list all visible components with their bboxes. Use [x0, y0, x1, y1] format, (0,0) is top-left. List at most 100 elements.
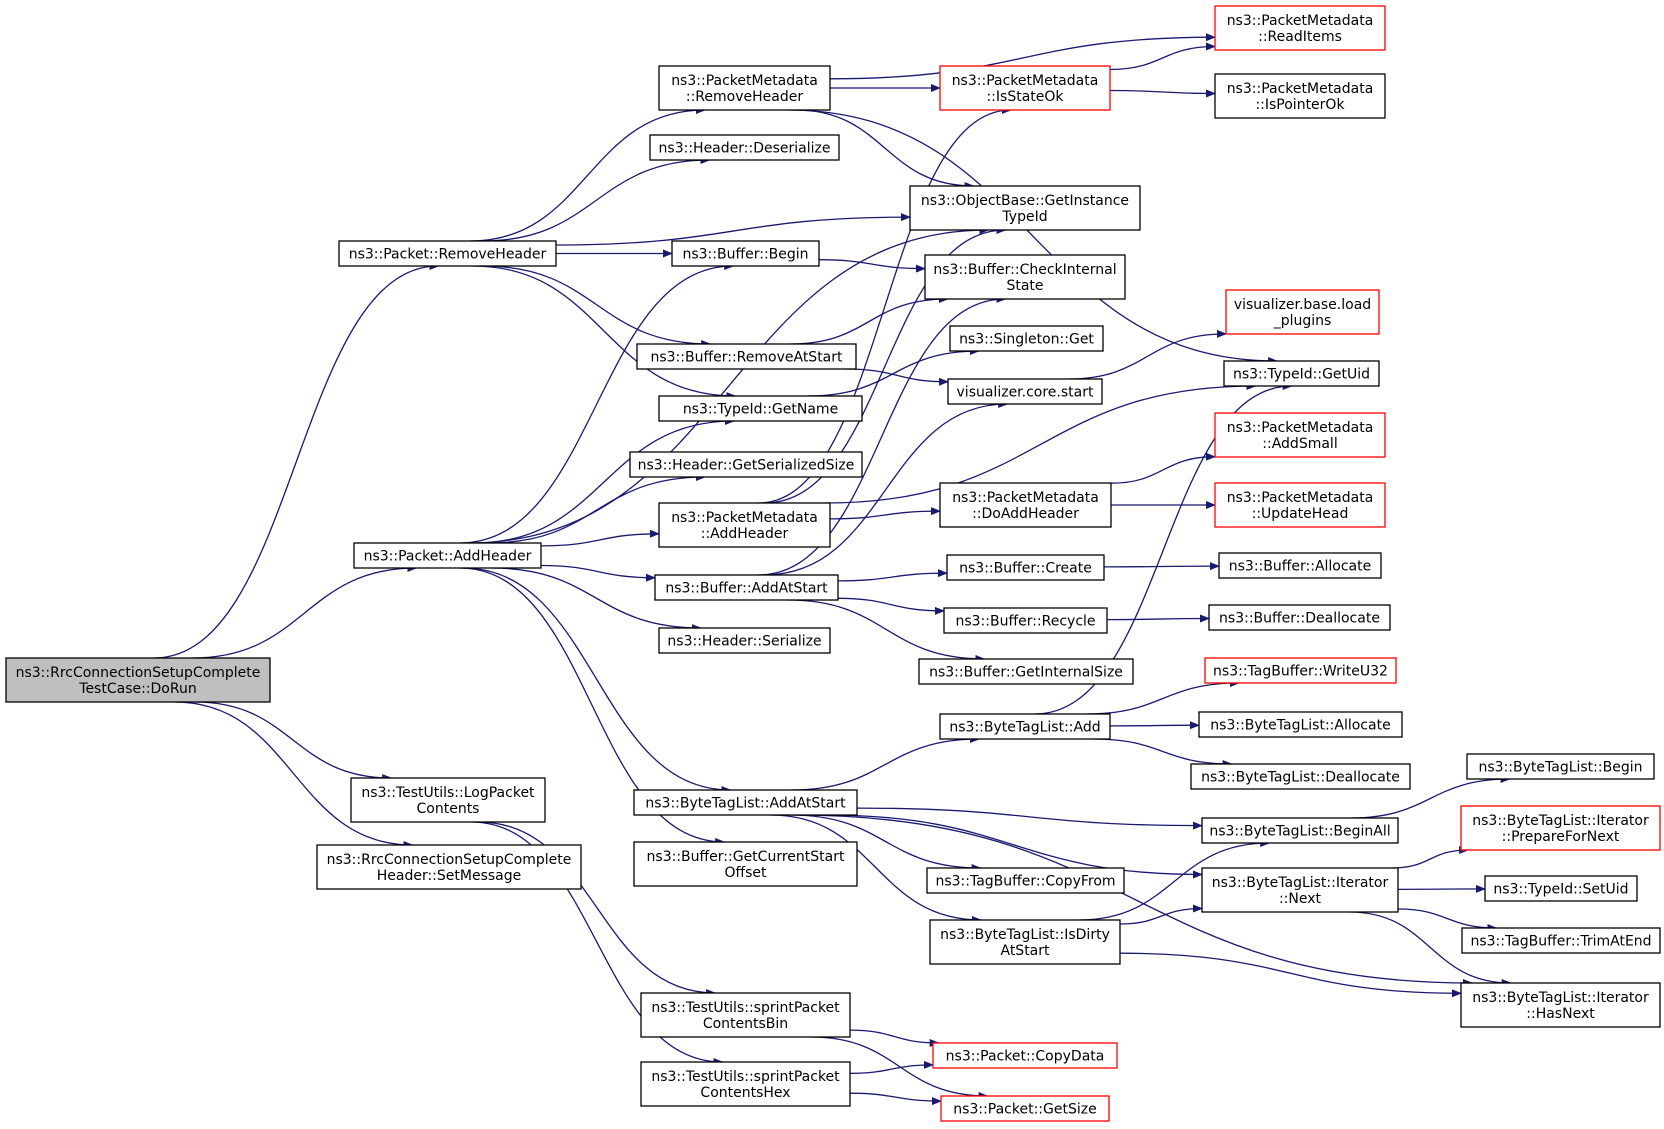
node-label: ns3::Buffer::Allocate: [1229, 559, 1372, 575]
call-edge-addHeader-to-pmAddHeader: [540, 529, 660, 547]
call-edge-sprintBin-to-pktGetSize: [811, 1036, 989, 1100]
function-node-btlBeginAll[interactable]: ns3::ByteTagList::BeginAll: [1201, 817, 1399, 844]
call-edge-addHeader-to-objGetInstance: [468, 226, 990, 544]
function-node-bufAddAtStart[interactable]: ns3::Buffer::AddAtStart: [654, 574, 839, 601]
node-box: [946, 554, 1105, 581]
function-node-pmReadItems[interactable]: ns3::PacketMetadata::ReadItems: [1214, 5, 1386, 51]
function-node-typeSetUid[interactable]: ns3::TypeId::SetUid: [1484, 875, 1638, 902]
node-label: visualizer.core.start: [957, 385, 1094, 401]
function-node-bufGetInternalSize[interactable]: ns3::Buffer::GetInternalSize: [918, 658, 1134, 685]
call-arrow: [1103, 562, 1220, 571]
call-arrow: [1119, 952, 1462, 998]
function-node-pmUpdateHead[interactable]: ns3::PacketMetadata::UpdateHead: [1214, 482, 1386, 528]
node-label: ::AddSmall: [1262, 436, 1337, 452]
call-arrow: [790, 814, 982, 872]
function-node-singletonGet[interactable]: ns3::Singleton::Get: [949, 325, 1104, 352]
function-node-pmAddSmall[interactable]: ns3::PacketMetadata::AddSmall: [1214, 412, 1386, 458]
function-node-hdrGetSerSize[interactable]: ns3::Header::GetSerializedSize: [629, 451, 863, 478]
function-node-typeGetUid[interactable]: ns3::TypeId::GetUid: [1223, 360, 1380, 387]
function-node-bufBegin[interactable]: ns3::Buffer::Begin: [671, 240, 820, 267]
node-label: ns3::Buffer::Recycle: [955, 614, 1095, 630]
call-edge-btlAddAtStart-to-btlIterNext: [824, 814, 1203, 879]
function-node-pmRemoveHeader[interactable]: ns3::PacketMetadata::RemoveHeader: [658, 65, 831, 111]
function-node-btlAddAtStart[interactable]: ns3::ByteTagList::AddAtStart: [633, 789, 858, 816]
function-node-vizLoadPlugins[interactable]: visualizer.base.load_plugins: [1225, 289, 1380, 335]
node-label: ns3::TestUtils::LogPacket: [361, 785, 535, 801]
node-label: ns3::PacketMetadata: [1227, 81, 1374, 97]
function-node-btlDeallocate[interactable]: ns3::ByteTagList::Deallocate: [1190, 763, 1411, 790]
call-edge-btlAddAtStart-to-btlAdd: [791, 735, 980, 791]
node-box: [1223, 360, 1380, 387]
function-node-btlIterNext[interactable]: ns3::ByteTagList::Iterator::Next: [1201, 867, 1399, 913]
node-label: ns3::Buffer::AddAtStart: [665, 581, 828, 597]
call-arrow: [1392, 846, 1470, 869]
call-edge-bufAddAtStart-to-bufGetInternalSize: [788, 599, 986, 663]
call-edge-removeHeader-to-bufRemoveAtStart: [483, 265, 712, 348]
function-node-pmDoAddHeader[interactable]: ns3::PacketMetadata::DoAddHeader: [939, 482, 1112, 528]
function-node-pktGetSize[interactable]: ns3::Packet::GetSize: [940, 1095, 1110, 1122]
function-node-bufCreate[interactable]: ns3::Buffer::Create: [946, 554, 1105, 581]
node-box: [1214, 5, 1386, 51]
function-node-doRun[interactable]: ns3::RrcConnectionSetupCompleteTestCase:…: [5, 657, 271, 703]
function-node-bufRemoveAtStart[interactable]: ns3::Buffer::RemoveAtStart: [636, 343, 857, 370]
node-label: ::IsStateOk: [986, 89, 1064, 105]
call-edge-pmAddHeader-to-typeGetUid: [825, 382, 1257, 504]
call-edge-sprintHex-to-pktGetSize: [849, 1092, 942, 1106]
function-node-bufRecycle[interactable]: ns3::Buffer::Recycle: [943, 607, 1108, 634]
function-node-pmAddHeader[interactable]: ns3::PacketMetadata::AddHeader: [658, 502, 831, 548]
function-node-btlAllocate[interactable]: ns3::ByteTagList::Allocate: [1198, 711, 1403, 738]
call-arrow: [1109, 721, 1200, 730]
call-edge-doRun-to-addHeader: [192, 564, 418, 659]
call-arrow: [807, 347, 980, 397]
call-edge-addHeader-to-typeGetName: [474, 417, 735, 544]
node-label: ::UpdateHead: [1252, 506, 1349, 522]
call-arrow: [757, 295, 1007, 576]
node-label: ns3::PacketMetadata: [1227, 490, 1374, 506]
call-arrow: [829, 507, 941, 520]
node-box: [640, 1061, 851, 1107]
function-node-typeGetName[interactable]: ns3::TypeId::GetName: [658, 395, 863, 422]
call-edge-logPacket-to-sprintHex: [470, 821, 724, 1066]
call-edge-pmIsStateOk-to-pmIsPointerOk: [1109, 89, 1216, 98]
function-node-bufDeallocate[interactable]: ns3::Buffer::Deallocate: [1208, 604, 1391, 631]
call-arrow: [795, 109, 975, 190]
function-node-removeHeader[interactable]: ns3::Packet::RemoveHeader: [338, 240, 557, 267]
function-node-vizCoreStart[interactable]: visualizer.core.start: [947, 378, 1103, 405]
function-node-hdrDeserialize[interactable]: ns3::Header::Deserialize: [649, 134, 840, 161]
call-arrow: [468, 226, 990, 544]
node-box: [636, 343, 857, 370]
function-node-pktCopyData[interactable]: ns3::Packet::CopyData: [932, 1042, 1118, 1069]
function-node-btlIterPrepare[interactable]: ns3::ByteTagList::Iterator::PrepareForNe…: [1460, 805, 1661, 851]
call-arrow: [829, 33, 1216, 80]
function-node-bufAllocate[interactable]: ns3::Buffer::Allocate: [1218, 552, 1382, 579]
function-node-btlIterHasNext[interactable]: ns3::ByteTagList::Iterator::HasNext: [1460, 982, 1661, 1028]
function-node-hdrSerialize[interactable]: ns3::Header::Serialize: [658, 627, 831, 654]
call-arrow: [837, 569, 948, 582]
call-arrow: [770, 814, 982, 924]
function-node-btlAdd[interactable]: ns3::ByteTagList::Add: [939, 713, 1111, 740]
function-node-pmIsStateOk[interactable]: ns3::PacketMetadata::IsStateOk: [939, 65, 1111, 111]
function-node-tbTrimAtEnd[interactable]: ns3::TagBuffer::TrimAtEnd: [1461, 927, 1661, 954]
node-label: ns3::PacketMetadata: [671, 73, 818, 89]
function-node-tbCopyFrom[interactable]: ns3::TagBuffer::CopyFrom: [926, 867, 1125, 894]
function-node-addHeader[interactable]: ns3::Packet::AddHeader: [353, 542, 542, 569]
call-arrow: [787, 109, 1279, 365]
call-arrow: [1397, 908, 1498, 932]
function-node-pmIsPointerOk[interactable]: ns3::PacketMetadata::IsPointerOk: [1214, 73, 1386, 119]
call-edge-bufRecycle-to-bufDeallocate: [1106, 614, 1210, 623]
node-label: ns3::Buffer::CheckInternal: [933, 262, 1116, 278]
node-label: ns3::ByteTagList::BeginAll: [1209, 824, 1390, 840]
function-node-setMessage[interactable]: ns3::RrcConnectionSetupCompleteHeader::S…: [316, 844, 582, 890]
call-edge-addHeader-to-bufBegin: [459, 262, 735, 544]
function-node-btlBegin[interactable]: ns3::ByteTagList::Begin: [1466, 753, 1655, 780]
function-node-tbWriteU32[interactable]: ns3::TagBuffer::WriteU32: [1204, 657, 1397, 684]
node-box: [649, 134, 840, 161]
node-box: [1460, 982, 1661, 1028]
